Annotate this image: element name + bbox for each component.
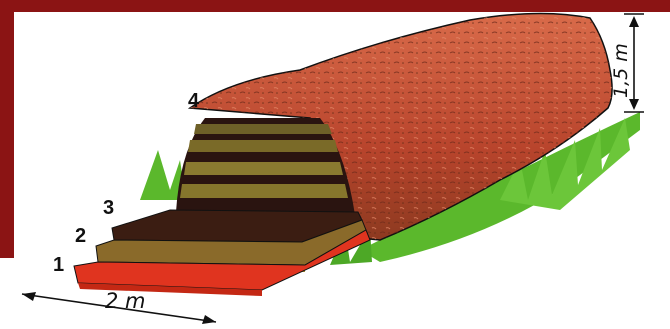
- top-frame-band: [0, 0, 670, 12]
- left-frame-band: [0, 0, 14, 258]
- width-label: 2 m: [105, 289, 146, 313]
- label-layer-2: 2: [75, 225, 86, 247]
- cross-section: [176, 118, 355, 215]
- label-layer-3: 3: [103, 197, 114, 219]
- height-label: 1,5 m: [610, 43, 632, 98]
- label-layer-1: 1: [53, 254, 64, 276]
- label-layer-4: 4: [188, 90, 200, 112]
